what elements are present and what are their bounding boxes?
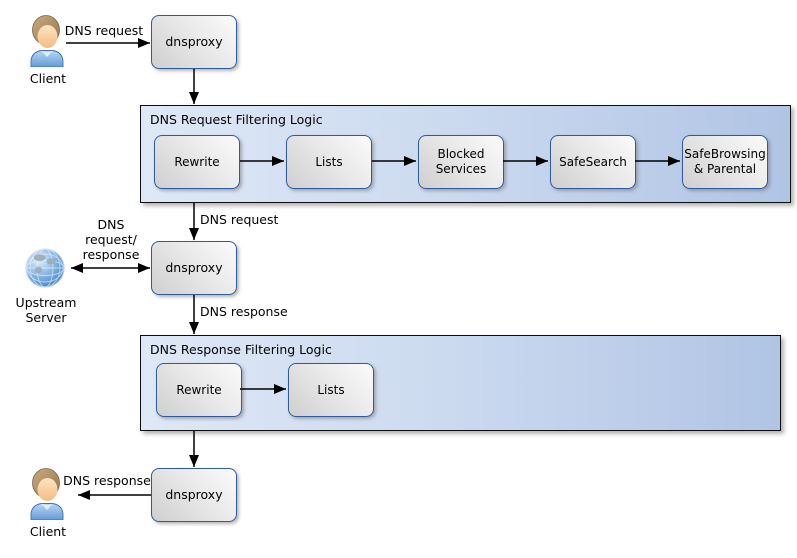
- upstream-server-node: [24, 247, 66, 289]
- step-blocked-services: Blocked Services: [418, 135, 504, 189]
- request-filter-title: DNS Request Filtering Logic: [150, 112, 323, 127]
- dnsproxy-middle-label: dnsproxy: [165, 260, 223, 276]
- dnsproxy-middle-node: dnsproxy: [151, 241, 237, 295]
- step-safebrowsing-parental: SafeBrowsing & Parental: [682, 135, 768, 189]
- edge-label-client-to-proxy: DNS request: [64, 23, 144, 38]
- client-top-node: [28, 15, 66, 68]
- globe-icon: [25, 248, 65, 288]
- response-filter-title: DNS Response Filtering Logic: [150, 342, 332, 357]
- step-lists-response: Lists: [288, 363, 374, 417]
- dnsproxy-top-label: dnsproxy: [165, 34, 223, 50]
- upstream-server-label: Upstream Server: [15, 295, 77, 325]
- response-filter-container: DNS Response Filtering Logic Rewrite Lis…: [140, 335, 781, 431]
- edge-label-dns-response: DNS response: [200, 304, 288, 319]
- person-icon: [30, 15, 64, 68]
- person-icon: [30, 468, 64, 521]
- client-bottom-node: [28, 468, 66, 521]
- request-filter-container: DNS Request Filtering Logic Rewrite List…: [140, 105, 791, 203]
- step-lists: Lists: [286, 135, 372, 189]
- step-rewrite-response: Rewrite: [156, 363, 242, 417]
- edge-label-upstream-link: DNS request/ response: [82, 217, 140, 262]
- dnsproxy-bottom-label: dnsproxy: [165, 487, 223, 503]
- dnsproxy-bottom-node: dnsproxy: [151, 468, 237, 522]
- client-bottom-label: Client: [29, 524, 67, 539]
- client-top-label: Client: [29, 71, 67, 86]
- edge-label-proxy-to-client: DNS response: [63, 473, 151, 488]
- step-rewrite: Rewrite: [154, 135, 240, 189]
- edge-label-dns-request: DNS request: [200, 212, 279, 227]
- step-safesearch: SafeSearch: [550, 135, 636, 189]
- dnsproxy-top-node: dnsproxy: [151, 15, 237, 69]
